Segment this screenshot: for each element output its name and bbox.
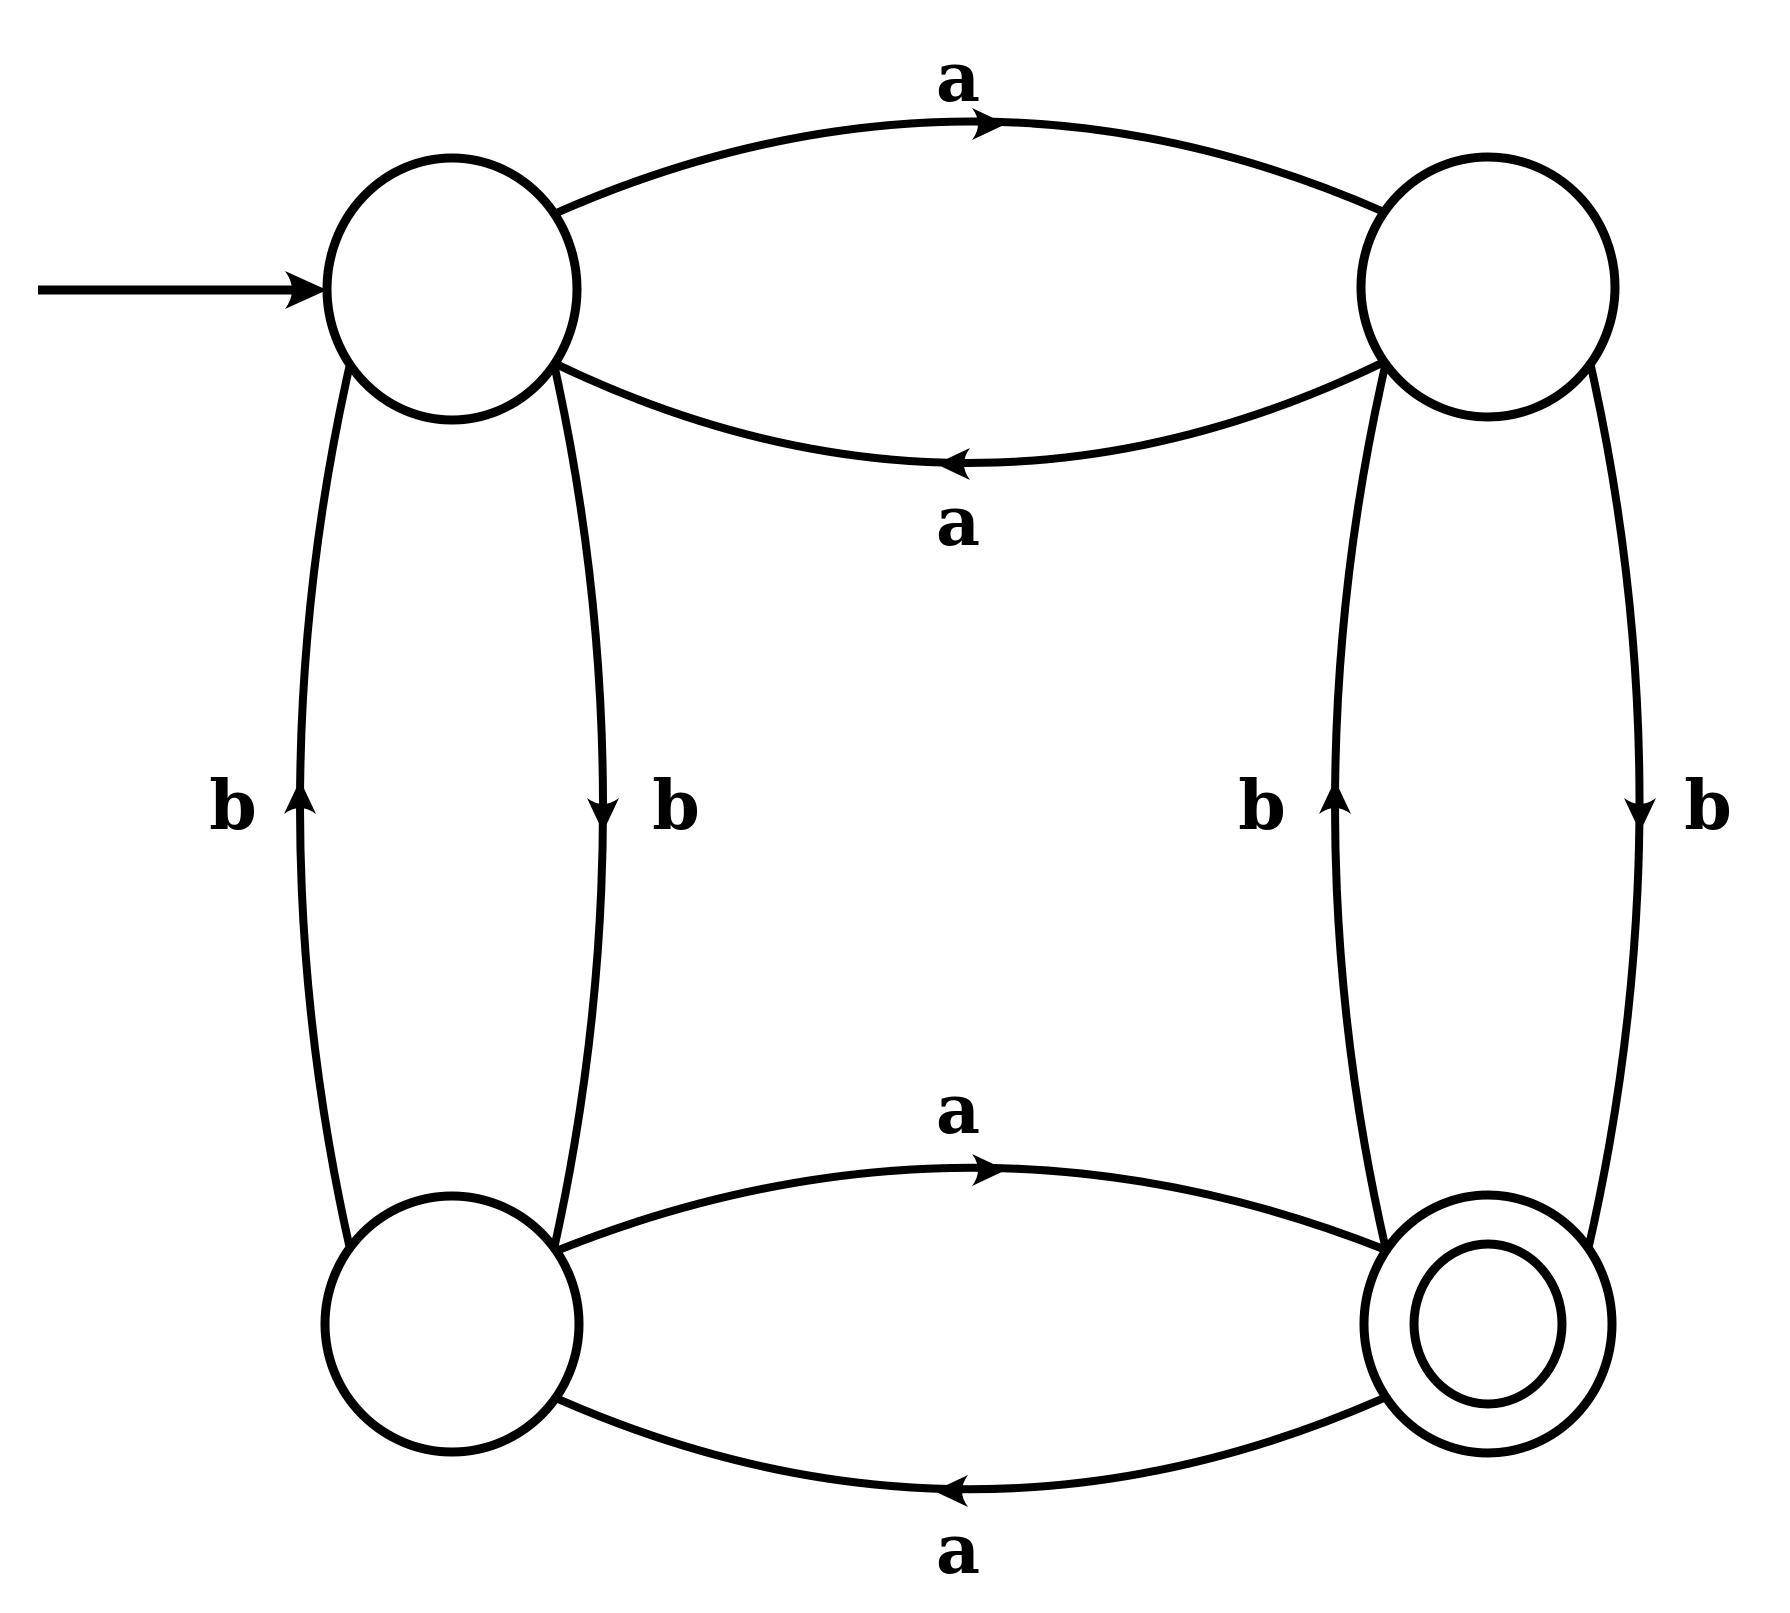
transition-label-bottom-right-to-top-right: b xyxy=(1238,766,1286,846)
arrowhead-icon xyxy=(934,1475,968,1507)
transition-label-top-right-to-bottom-right: b xyxy=(1684,766,1732,846)
arrowhead-icon xyxy=(972,108,1006,140)
start-arrowhead-icon xyxy=(285,271,327,309)
arrowhead-icon xyxy=(972,1154,1006,1186)
transition-label-bottom-left-to-bottom-right: a xyxy=(936,1070,980,1150)
arrowhead-icon xyxy=(1624,798,1656,832)
accepting-state-inner-circle xyxy=(1409,1239,1567,1409)
transition-label-top-right-to-top-left: a xyxy=(936,482,980,562)
transition-edge-bottom-left-to-bottom-right xyxy=(552,1163,1390,1255)
top-right-state-circle xyxy=(1356,152,1620,422)
transition-label-bottom-right-to-bottom-left: a xyxy=(936,1510,980,1590)
transition-edge-top-right-to-top-left xyxy=(552,358,1388,467)
bottom-left-state-circle xyxy=(320,1191,584,1457)
transition-label-top-left-to-bottom-left: b xyxy=(652,766,700,846)
arrowhead-icon xyxy=(936,448,970,480)
arrowhead-icon xyxy=(1319,780,1351,814)
arrowhead-icon xyxy=(587,798,619,832)
arrowhead-icon xyxy=(284,780,316,814)
transition-edge-top-left-to-top-right xyxy=(550,117,1388,218)
transition-label-top-left-to-top-right: a xyxy=(936,38,980,118)
start-state-circle xyxy=(322,153,582,425)
transition-edge-bottom-right-to-bottom-left xyxy=(554,1394,1388,1494)
accepting-state-circle xyxy=(1359,1190,1617,1458)
transition-label-bottom-left-to-top-left: b xyxy=(209,766,257,846)
